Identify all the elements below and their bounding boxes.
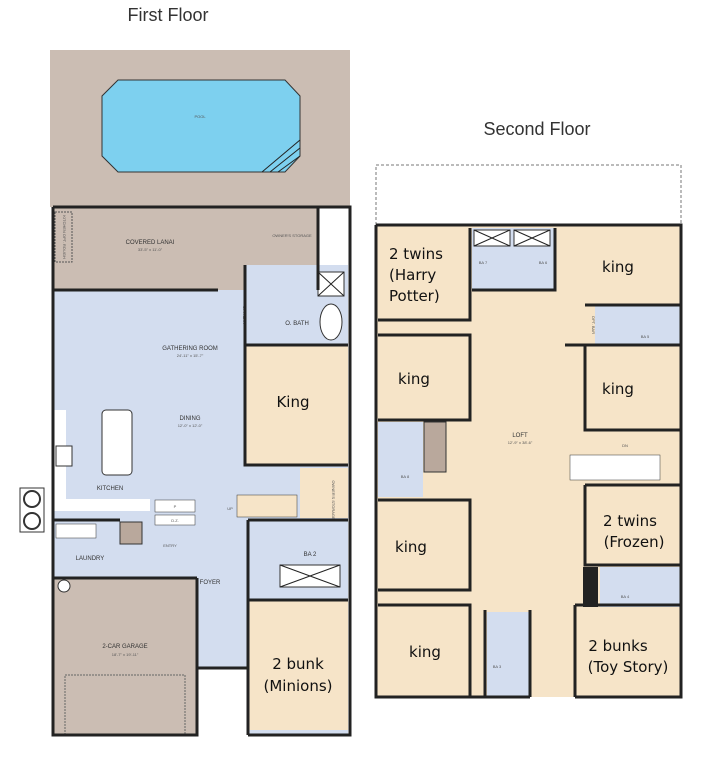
bath-8 [378,422,423,497]
open-to-below [375,164,682,226]
pool [101,79,301,173]
dining-dims: 12'-0" x 12'-0" [178,423,203,428]
garage-label: 2-CAR GARAGE [102,644,147,650]
water-heater-icon [57,579,71,593]
covered-lanai-label: COVERED LANAI [126,240,175,246]
foyer-label: FOYER [200,580,221,586]
first-floor: POOL KITCHEN OPT. ROUGH COVERED LANAI 33… [19,50,352,738]
drop-zone [154,514,196,526]
king-bedroom-label: King [276,393,309,411]
pantry-label: P [174,504,177,509]
bath-5 [595,305,680,345]
loft-dims: 12'-9" x 38'-6" [508,440,533,445]
second-floor: BA 7 BA 6 BA 5 OPT. BAR BA 8 BA 4 BA 3 D… [374,164,683,699]
owners-storage-2-label: OWNER'S STORAGE [331,480,336,520]
ba2-label: BA 2 [304,552,317,558]
king-bedroom [245,345,348,465]
dz-label: D.Z. [171,518,179,523]
bunks-ts-label-1: 2 bunks [588,637,648,655]
stairs [236,494,298,518]
covered-lanai-dims: 33'-5" x 11'-0" [138,247,163,252]
second-floor-title: Second Floor [483,119,590,139]
ba3-label: BA 3 [493,664,502,669]
pantry [154,499,196,513]
gathering-room-label: GATHERING ROOM [162,346,218,352]
kitchen-counter [54,410,150,511]
kitchen-label: KITCHEN [97,486,123,492]
opt-bar-2f-label: OPT. BAR [591,316,596,334]
twins-hp-label-1: 2 twins [389,245,443,263]
second-floor-walls [374,223,683,699]
ba4-label: BA 4 [621,594,630,599]
gathering-room-dims: 24'-11" x 15'-7" [177,353,204,358]
twins-frozen-label-2: (Frozen) [604,533,665,551]
king-left-1-label: king [398,370,430,388]
kitchen-island [101,409,133,476]
first-floor-walls [51,205,352,737]
water-heater-icon [119,521,143,545]
twins-frozen-label-1: 2 twins [603,512,657,530]
dn-label: DN [622,443,628,448]
twins-hp-label-2: (Harry [389,266,436,284]
ba6-label: BA 6 [539,260,548,265]
garage-dims: 18'-7" x 19'-11" [112,652,139,657]
up-label: UP [227,506,233,511]
bunk-room-label-1: 2 bunk [272,655,324,673]
stove-icon [55,445,73,467]
stairs [569,454,661,481]
owners-storage-2 [300,468,348,518]
owners-storage-label: OWNER'S STORAGE [272,233,312,238]
loft-label: LOFT [512,433,528,439]
bathtub-icon [319,303,343,341]
laundry-counter [55,523,97,539]
laundry-label: LAUNDRY [76,556,105,562]
pool-steps [261,139,301,173]
outdoor-kitchen-rough [54,211,73,263]
dining-label: DINING [180,416,201,422]
ba8-label: BA 8 [401,474,410,479]
bath-4 [600,567,680,607]
entry-label: ENTRY [163,543,177,548]
bath-2 [248,520,348,600]
first-floor-title: First Floor [128,5,209,25]
storage-closet [318,207,350,267]
twins-hp-label-3: Potter) [389,287,440,305]
king-right-label: king [602,380,634,398]
king-left-3-label: king [409,643,441,661]
laundry-closet [423,421,447,473]
porch-cutout [197,668,247,738]
bunk-room [248,600,348,730]
garage [53,578,197,735]
bunks-ts-label-2: (Toy Story) [588,658,669,676]
bunk-room-label-2: (Minions) [264,677,333,695]
king-top-right-label: king [602,258,634,276]
o-bath-label: O. BATH [285,321,309,327]
pool-label: POOL [194,114,206,119]
bath-3 [487,612,529,697]
outdoor-kitchen-label: KITCHEN OPT. ROUGH [62,215,67,259]
ba7-label: BA 7 [479,260,488,265]
grill-icon [19,487,45,533]
ba5-label: BA 5 [641,334,650,339]
king-left-2-label: king [395,538,427,556]
